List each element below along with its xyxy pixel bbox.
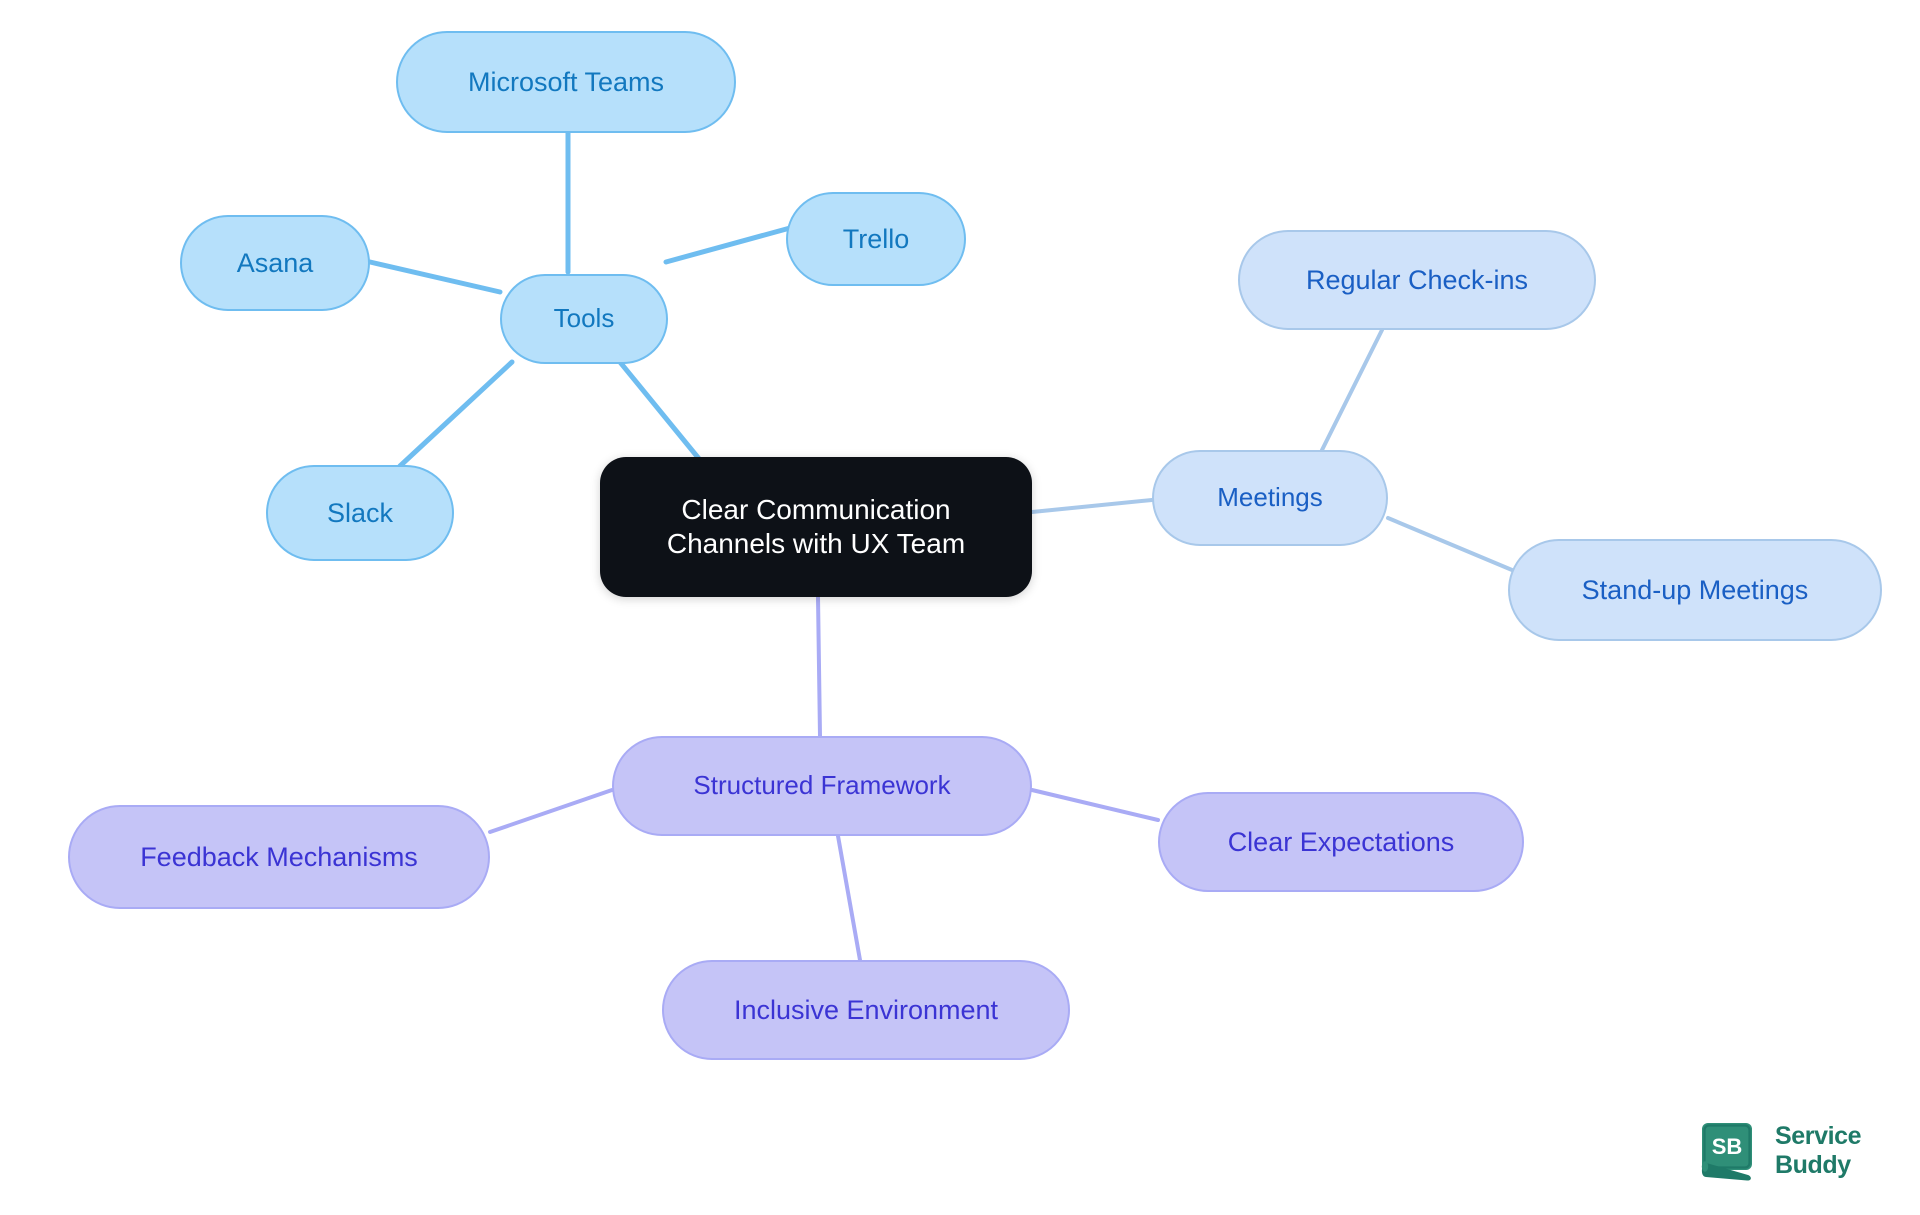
logo-line-1: Service: [1775, 1122, 1862, 1150]
node-label: Tools: [553, 303, 615, 334]
node-root[interactable]: Clear Communication Channels with UX Tea…: [600, 457, 1032, 597]
logo-line-2: Buddy: [1775, 1151, 1851, 1179]
service-buddy-logo: SB Service Buddy: [1700, 1120, 1862, 1182]
edge-meetings-standup: [1386, 516, 1514, 572]
node-label: Trello: [842, 223, 910, 254]
node-label: Clear Expectations: [1227, 826, 1455, 857]
node-structured-framework[interactable]: Structured Framework: [612, 736, 1032, 836]
edge-tools-asana: [367, 259, 503, 295]
logo-wordmark: Service Buddy: [1775, 1122, 1862, 1180]
sb-logo-initials: SB: [1712, 1134, 1743, 1159]
sb-logo-icon: SB: [1701, 1123, 1752, 1181]
edge-meetings-checkins: [1320, 328, 1384, 452]
node-asana[interactable]: Asana: [180, 215, 370, 311]
node-label: Clear Communication Channels with UX Tea…: [666, 493, 966, 559]
node-label: Regular Check-ins: [1305, 264, 1529, 295]
edge-tools-slack: [397, 359, 515, 469]
node-label: Feedback Mechanisms: [140, 841, 418, 872]
node-slack[interactable]: Slack: [266, 465, 454, 561]
node-clear-expectations[interactable]: Clear Expectations: [1158, 792, 1524, 892]
edge-framework-clear: [1030, 788, 1160, 822]
node-stand-up-meetings[interactable]: Stand-up Meetings: [1508, 539, 1882, 641]
node-label: Stand-up Meetings: [1581, 574, 1809, 605]
node-label: Inclusive Environment: [733, 994, 999, 1025]
edge-tools-trello: [663, 225, 793, 265]
node-label: Asana: [236, 247, 314, 278]
node-label: Microsoft Teams: [467, 66, 665, 97]
node-trello[interactable]: Trello: [786, 192, 966, 286]
node-inclusive-environment[interactable]: Inclusive Environment: [662, 960, 1070, 1060]
edge-framework-inclusive: [836, 834, 862, 962]
node-regular-check-ins[interactable]: Regular Check-ins: [1238, 230, 1596, 330]
edge-framework-feedback: [488, 788, 614, 834]
edge-root-framework: [816, 595, 822, 738]
edge-root-meetings: [1030, 498, 1154, 514]
node-label: Structured Framework: [693, 770, 951, 801]
node-label: Slack: [326, 497, 394, 528]
node-label: Meetings: [1217, 482, 1323, 513]
node-microsoft-teams[interactable]: Microsoft Teams: [396, 31, 736, 133]
node-feedback-mechanisms[interactable]: Feedback Mechanisms: [68, 805, 490, 909]
sb-logo-mark: SB: [1700, 1120, 1762, 1182]
node-tools[interactable]: Tools: [500, 274, 668, 364]
node-meetings[interactable]: Meetings: [1152, 450, 1388, 546]
